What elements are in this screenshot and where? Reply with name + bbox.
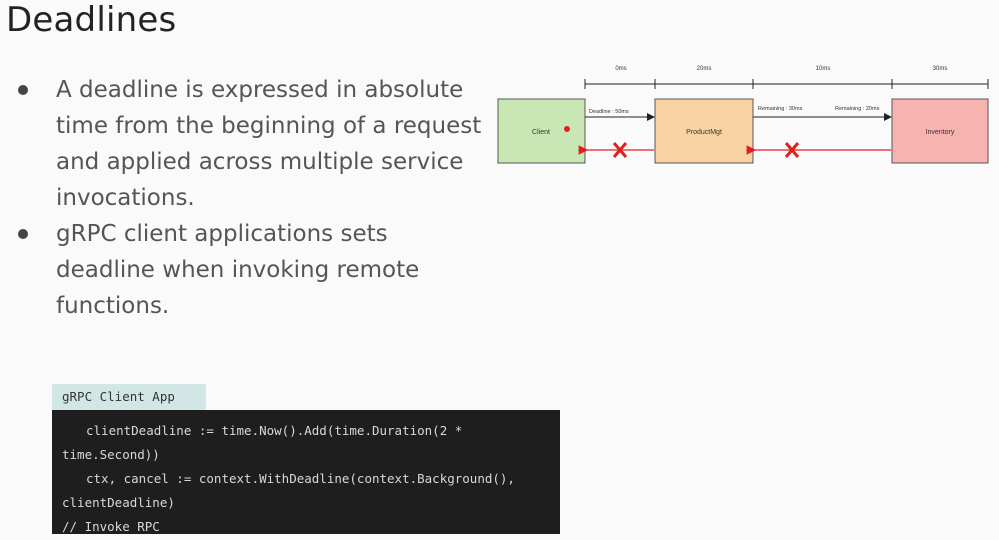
bullet-text: A deadline is expressed in absolute time… [56, 77, 482, 211]
bullet-dot-icon [18, 85, 28, 95]
code-line: time.Second)) [62, 447, 160, 462]
client-node-label: Client [532, 129, 550, 136]
fail-cross-icon [784, 142, 800, 158]
inventory-node-label: Inventory [926, 129, 955, 136]
productmgt-node-label: ProductMgt [686, 129, 722, 136]
bullet-list: A deadline is expressed in absolute time… [18, 72, 488, 324]
bullet-dot-icon [18, 229, 28, 239]
arrow-label: Remaining : 20ms [835, 106, 880, 112]
bullet-item: gRPC client applications sets deadline w… [18, 216, 488, 324]
bullet-text: gRPC client applications sets deadline w… [56, 221, 420, 319]
timeline-label: 10ms [816, 66, 831, 72]
deadline-diagram: 0ms 20ms 10ms 30ms Client ProductMgt Inv… [490, 52, 990, 182]
fail-cross-icon [612, 142, 628, 158]
code-tab-label: gRPC Client App [52, 384, 206, 410]
code-line: // Invoke RPC [62, 519, 160, 534]
client-dot-icon [564, 126, 570, 132]
arrow-label: Deadline : 50ms [589, 109, 629, 115]
slide-title: Deadlines [6, 0, 177, 40]
code-line: clientDeadline := time.Now().Add(time.Du… [86, 423, 463, 438]
arrow-label: Remaining : 30ms [758, 106, 803, 112]
code-line: ctx, cancel := context.WithDeadline(cont… [86, 471, 515, 486]
timeline-label: 30ms [933, 66, 948, 72]
code-block: clientDeadline := time.Now().Add(time.Du… [52, 410, 560, 534]
timeline-label: 20ms [697, 66, 712, 72]
code-line: clientDeadline) [62, 495, 175, 510]
timeline-label: 0ms [615, 66, 626, 72]
bullet-item: A deadline is expressed in absolute time… [18, 72, 488, 216]
client-node [497, 98, 586, 164]
productmgt-node [654, 98, 754, 164]
diagram-svg: 0ms 20ms 10ms 30ms Client ProductMgt Inv… [497, 66, 989, 164]
inventory-node [891, 98, 989, 164]
